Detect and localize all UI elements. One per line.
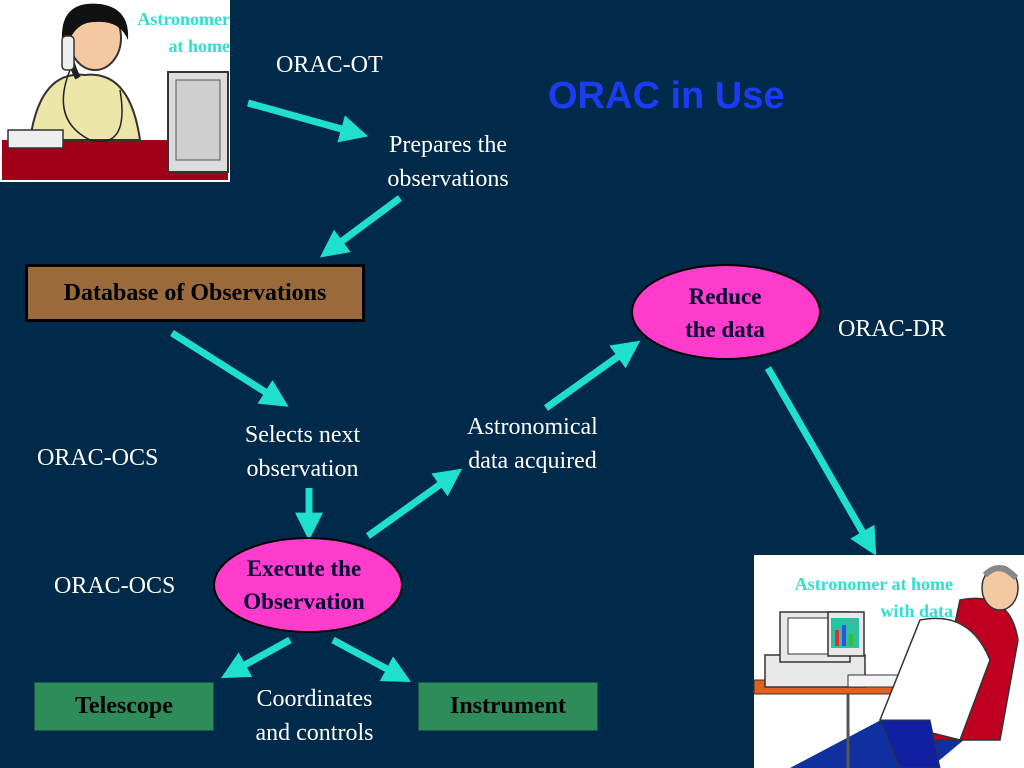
instrument-label: Instrument (449, 693, 566, 719)
orac-ocs-label-top: ORAC-OCS (37, 445, 159, 471)
telescope-box: Telescope (34, 682, 214, 731)
astronomer-data-label: Astronomer at home with data (794, 574, 953, 621)
reduce-data-label: Reduce the data (685, 284, 765, 342)
telescope-label: Telescope (75, 693, 173, 719)
page-title: ORAC in Use (548, 75, 785, 117)
database-box: Database of Observations (25, 264, 365, 322)
orac-ocs-label-bottom: ORAC-OCS (54, 573, 176, 599)
astronomer-phone-illustration (0, 0, 230, 182)
orac-dr-label: ORAC-DR (838, 316, 947, 342)
arrow-astronomer-to-prepares (247, 99, 369, 143)
astronomer-computer-illustration (753, 555, 1024, 768)
instrument-box: Instrument (418, 682, 598, 731)
arrow-database-to-selects (170, 330, 289, 407)
astronomer-home-label: Astronomer at home (137, 9, 230, 56)
arrow-execute-to-acquired (365, 468, 463, 539)
data-acquired-text: Astronomical data acquired (467, 414, 598, 474)
database-label: Database of Observations (63, 279, 327, 306)
execute-ellipse (213, 537, 403, 633)
execute-observation-label: Execute the Observation (243, 556, 365, 614)
prepares-observations-text: Prepares the observations (387, 132, 509, 192)
orac-ot-label: ORAC-OT (276, 52, 383, 78)
arrow-execute-to-instrument (331, 636, 412, 682)
arrow-reduce-to-astronomer-data (764, 366, 877, 556)
coordinates-controls-text: Coordinates and controls (255, 686, 374, 746)
arrow-prepares-to-database (319, 195, 403, 258)
arrow-execute-to-telescope (220, 636, 292, 679)
arrow-acquired-to-reduce (543, 340, 641, 411)
selects-next-text: Selects next observation (244, 422, 361, 482)
reduce-ellipse (631, 264, 821, 360)
